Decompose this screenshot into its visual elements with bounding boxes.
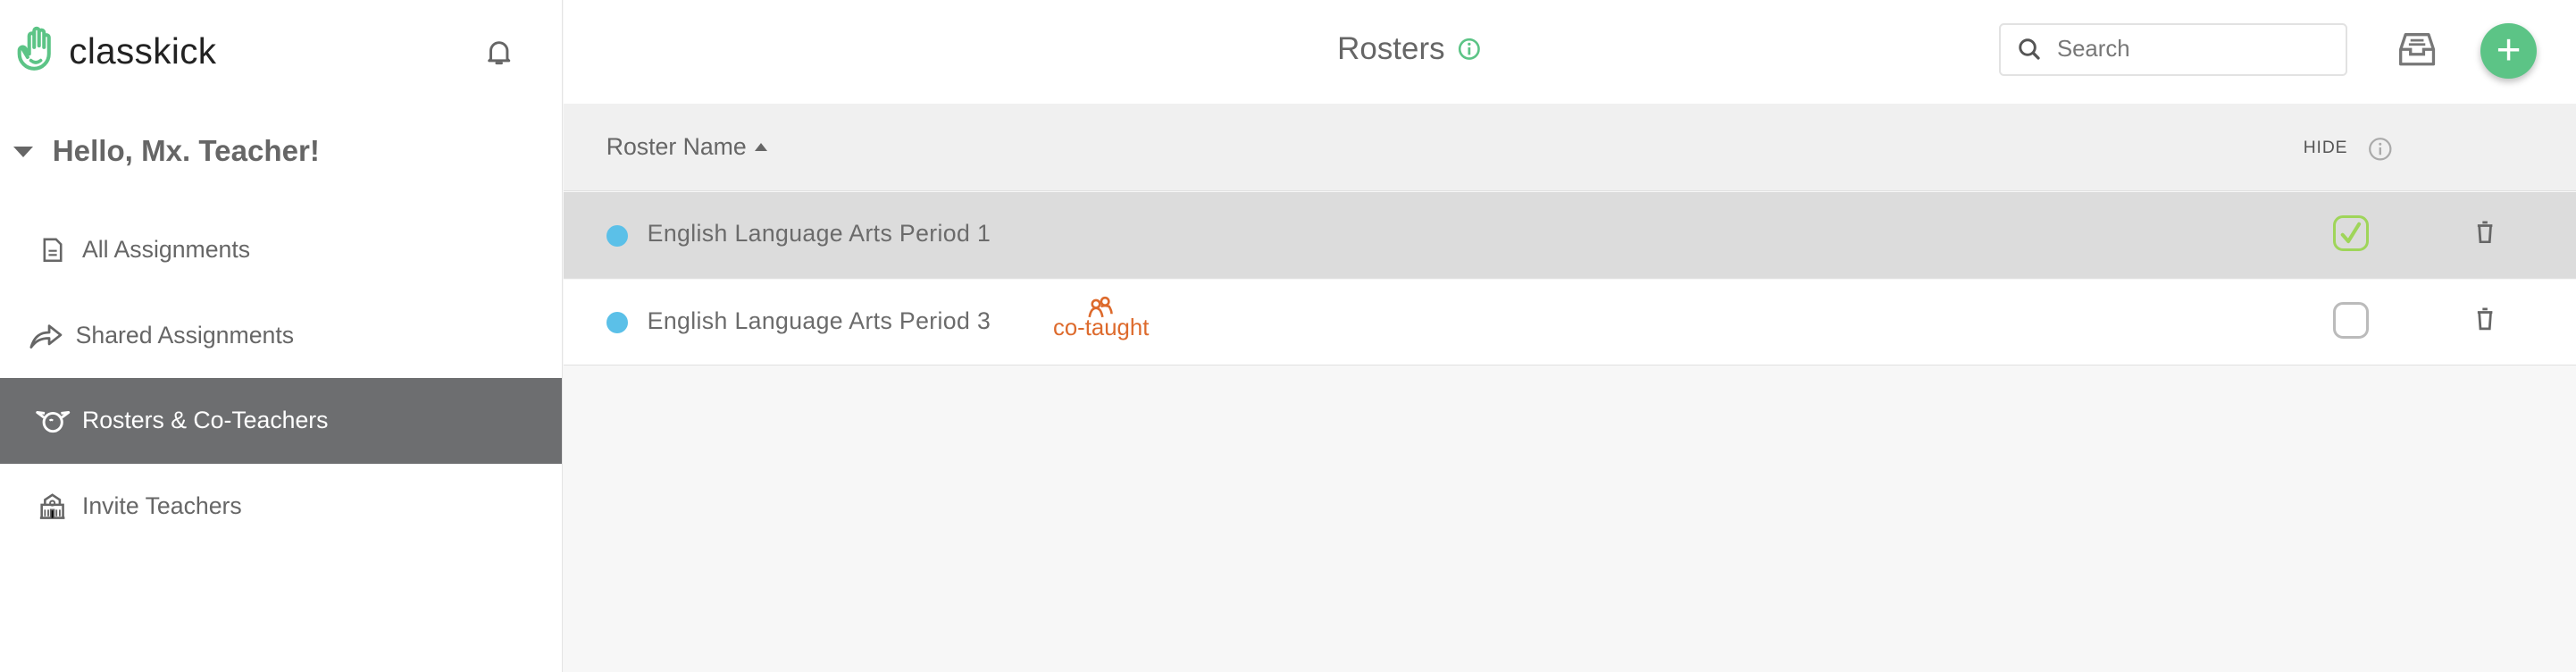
page-title-text: Rosters (1337, 30, 1445, 66)
table-row[interactable]: English Language Arts Period 3 co-taught (563, 279, 2576, 366)
sidebar-item-all-assignments[interactable]: All Assignments (0, 207, 562, 293)
logo[interactable]: classkick (16, 26, 216, 75)
plus-icon: + (2496, 27, 2522, 75)
search-icon (2019, 38, 2040, 60)
caret-down-icon (13, 146, 33, 157)
checkmark-icon (2340, 223, 2362, 244)
sidebar-item-label: All Assignments (81, 236, 251, 264)
add-roster-button[interactable]: + (2480, 22, 2537, 80)
roster-color-dot (606, 224, 628, 247)
sort-ascending-icon (754, 143, 767, 151)
hand-logo-icon (18, 27, 52, 71)
sidebar-item-rosters[interactable]: Rosters & Co-Teachers (0, 378, 563, 464)
document-icon (28, 238, 77, 263)
roster-icon (28, 407, 77, 433)
delete-trash-icon[interactable] (2476, 220, 2494, 250)
sidebar-item-label: Rosters & Co-Teachers (81, 407, 329, 434)
hide-checkbox[interactable] (2332, 302, 2370, 339)
column-header-hide: HIDE (2304, 137, 2392, 162)
sidebar-item-invite-teachers[interactable]: Invite Teachers (0, 464, 562, 550)
co-taught-label: co-taught (1052, 315, 1150, 341)
delete-trash-icon[interactable] (2476, 307, 2494, 338)
co-taught-badge: co-taught (1053, 296, 1149, 341)
page-title: Rosters (1337, 31, 1481, 67)
hide-checkbox[interactable] (2332, 214, 2370, 252)
column-header-hide-label: HIDE (2303, 139, 2348, 158)
greeting: Hello, Mx. Teacher! (52, 134, 320, 168)
search-box[interactable] (1999, 22, 2348, 76)
info-icon[interactable] (2368, 137, 2393, 162)
top-bar: Rosters + (563, 0, 2576, 104)
column-header-name: Roster Name (606, 132, 747, 160)
school-icon (28, 493, 77, 519)
sidebar: classkick Hello, Mx. Teacher! All Assign… (0, 0, 564, 672)
roster-name[interactable]: English Language Arts Period 1 (647, 220, 991, 248)
table-row[interactable]: English Language Arts Period 1 (563, 192, 2576, 279)
notifications-bell-icon[interactable] (486, 39, 512, 74)
co-teachers-icon (1088, 296, 1113, 318)
archive-inbox-icon[interactable] (2397, 31, 2437, 74)
info-icon[interactable] (1458, 38, 1481, 61)
sidebar-item-label: Shared Assignments (75, 321, 295, 349)
roster-color-dot (606, 312, 628, 334)
sidebar-item-shared-assignments[interactable]: Shared Assignments (0, 292, 562, 378)
main-content: Rosters + Roster Name HIDE (563, 0, 2576, 672)
sidebar-item-label: Invite Teachers (81, 491, 242, 519)
table-header: Roster Name HIDE (563, 103, 2576, 192)
roster-name[interactable]: English Language Arts Period 3 (647, 307, 991, 334)
sort-by-roster-name[interactable]: Roster Name (606, 133, 767, 161)
search-input[interactable] (2053, 34, 2323, 64)
share-icon (21, 323, 71, 349)
logo-text: classkick (69, 29, 217, 71)
user-menu-toggle[interactable]: Hello, Mx. Teacher! (13, 135, 320, 169)
